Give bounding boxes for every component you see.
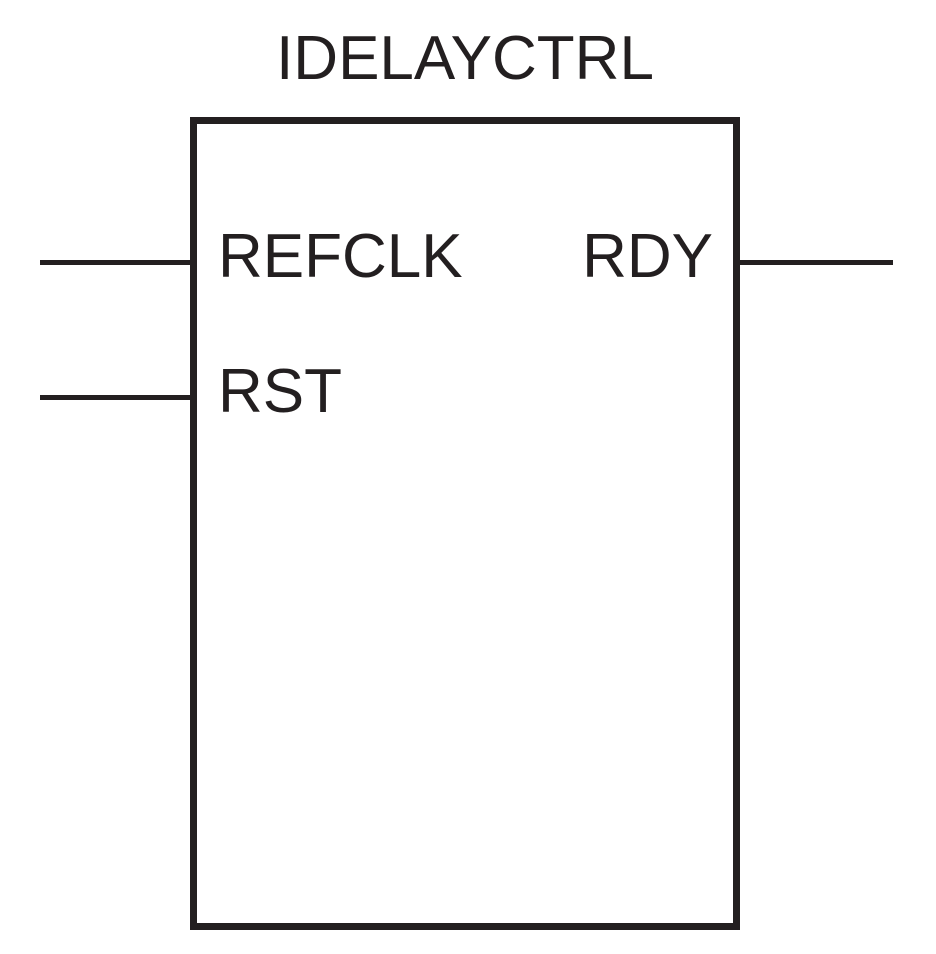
block-title: IDELAYCTRL <box>276 24 654 93</box>
pin-label-rst: RST <box>218 357 342 426</box>
pin-wire-refclk <box>40 260 195 265</box>
pin-label-refclk: REFCLK <box>218 222 463 291</box>
pin-wire-rdy <box>735 260 893 265</box>
symbol-body-rectangle <box>190 117 740 930</box>
pin-wire-rst <box>40 395 195 400</box>
pin-label-rdy: RDY <box>582 222 713 291</box>
